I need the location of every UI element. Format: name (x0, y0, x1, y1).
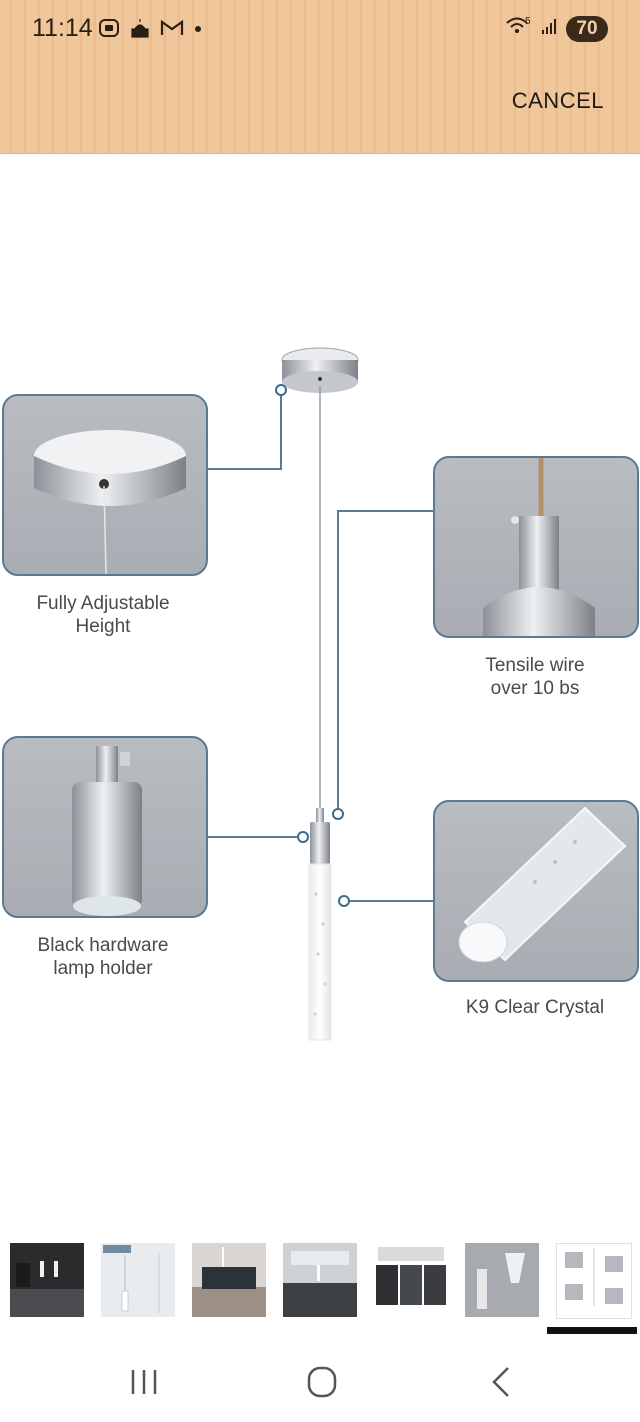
thumbnail-3[interactable] (192, 1243, 266, 1317)
detail-lamp-holder-image (2, 736, 208, 918)
caption-k9-crystal: K9 Clear Crystal (432, 996, 638, 1019)
home-icon (302, 1366, 342, 1404)
thumbnail-1[interactable] (10, 1243, 84, 1317)
notification-icons (97, 16, 203, 46)
system-navigation-bar (0, 1340, 640, 1422)
thumbnail-7-selected[interactable] (556, 1243, 632, 1319)
mosque-icon (129, 17, 151, 45)
thumbnail-strip[interactable] (10, 1243, 640, 1323)
home-button[interactable] (302, 1364, 342, 1400)
connector-dot (332, 808, 344, 820)
detail-crystal-image (433, 800, 639, 982)
caption-line: K9 Clear Crystal (465, 997, 605, 1018)
status-right: 5 70 (504, 14, 608, 43)
back-icon (482, 1367, 522, 1404)
caption-line: Tensile wire (485, 655, 585, 676)
caption-lamp-holder: Black hardware lamp holder (0, 934, 206, 980)
connector-line (207, 836, 301, 838)
caption-line: Black hardware (37, 935, 169, 956)
connector-line (337, 510, 433, 512)
selected-thumbnail-indicator (547, 1327, 637, 1334)
thumbnail-2[interactable] (101, 1243, 175, 1317)
caption-line: over 10 bs (490, 678, 580, 699)
recents-icon (124, 1370, 164, 1404)
battery-indicator: 70 (566, 15, 608, 42)
thumbnail-6[interactable] (465, 1243, 539, 1317)
header: 11:14 5 70 CANCEL (0, 0, 640, 154)
status-bar: 11:14 5 70 (0, 0, 640, 60)
detail-canopy-image (2, 394, 208, 576)
connector-line (207, 468, 282, 470)
caption-adjustable-height: Fully Adjustable Height (0, 592, 206, 638)
connector-dot (297, 831, 309, 843)
connector-dot (338, 895, 350, 907)
connector-line (347, 900, 433, 902)
connector-dot (275, 384, 287, 396)
signal-icon (540, 16, 560, 41)
status-time: 11:14 (32, 14, 93, 42)
caption-line: Height (75, 616, 131, 637)
wifi-icon: 5 (504, 14, 534, 43)
caption-line: lamp holder (53, 958, 153, 979)
pendant-light-diagram (281, 347, 359, 1041)
detail-wire-image (433, 456, 639, 638)
caption-tensile-wire: Tensile wire over 10 bs (432, 654, 638, 700)
notification-dot-icon (193, 17, 203, 45)
thumbnail-4[interactable] (283, 1243, 357, 1317)
thumbnail-5[interactable] (374, 1243, 448, 1317)
cancel-button[interactable]: CANCEL (511, 88, 604, 113)
screenshot-icon (97, 16, 121, 46)
back-button[interactable] (482, 1364, 522, 1400)
recents-button[interactable] (124, 1364, 164, 1400)
connector-line (280, 390, 282, 470)
network-type: 5 (525, 16, 531, 27)
caption-line: Fully Adjustable (36, 593, 170, 614)
connector-line (337, 510, 339, 810)
product-image[interactable]: Fully Adjustable Height Tensile wire ove… (0, 154, 640, 1224)
gmail-icon (159, 17, 185, 45)
